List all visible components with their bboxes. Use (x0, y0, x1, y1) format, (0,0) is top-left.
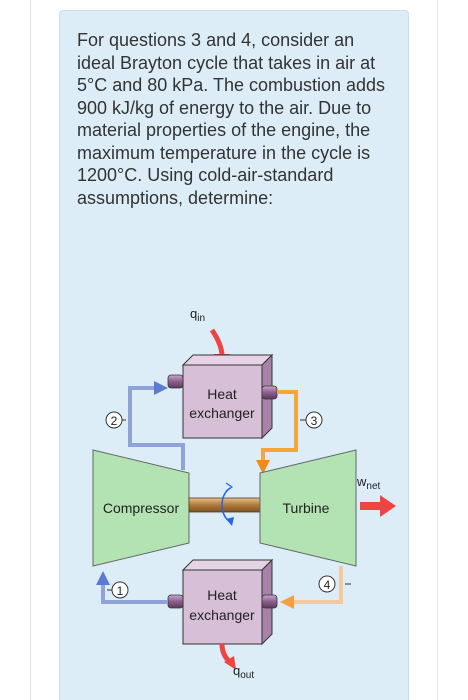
svg-text:2: 2 (111, 414, 118, 428)
q-out-label: qout (233, 663, 254, 681)
svg-text:wnet: wnet (356, 474, 381, 492)
w-net-arrow (360, 495, 396, 517)
svg-text:qin: qin (190, 306, 205, 324)
q-out-arrow (219, 643, 236, 670)
pipe-state-4 (280, 566, 351, 609)
page-left-border (30, 0, 31, 700)
question-text: For questions 3 and 4, consider an ideal… (77, 30, 386, 208)
svg-text:3: 3 (311, 414, 318, 428)
page-right-border (437, 0, 438, 700)
heat-exchanger-bottom: Heat exchanger (167, 558, 278, 646)
w-net-label: wnet (356, 474, 381, 492)
heat-exchanger-top-line2: exchanger (189, 405, 255, 421)
svg-text:1: 1 (117, 584, 124, 598)
state-3-marker: 3 (305, 411, 323, 429)
heat-exchanger-top-line1: Heat (207, 386, 237, 402)
state-4-marker: 4 (318, 575, 336, 593)
state-2-marker: 2 (105, 411, 123, 429)
svg-text:qout: qout (233, 663, 254, 681)
svg-text:4: 4 (324, 578, 331, 592)
shaft (188, 482, 261, 526)
turbine-label: Turbine (283, 500, 330, 516)
heat-exchanger-bottom-line1: Heat (207, 587, 237, 603)
turbine: Turbine (259, 449, 357, 567)
heat-exchanger-top: Heat exchanger (167, 353, 278, 440)
compressor: Compressor (92, 449, 190, 567)
state-1-marker: 1 (111, 581, 129, 599)
pipe-state-3 (256, 390, 306, 474)
pipe-state-2 (120, 381, 185, 470)
q-in-label: qin (190, 306, 205, 324)
heat-exchanger-bottom-line2: exchanger (189, 607, 255, 623)
pipe-state-1 (96, 571, 168, 604)
compressor-label: Compressor (103, 500, 180, 516)
